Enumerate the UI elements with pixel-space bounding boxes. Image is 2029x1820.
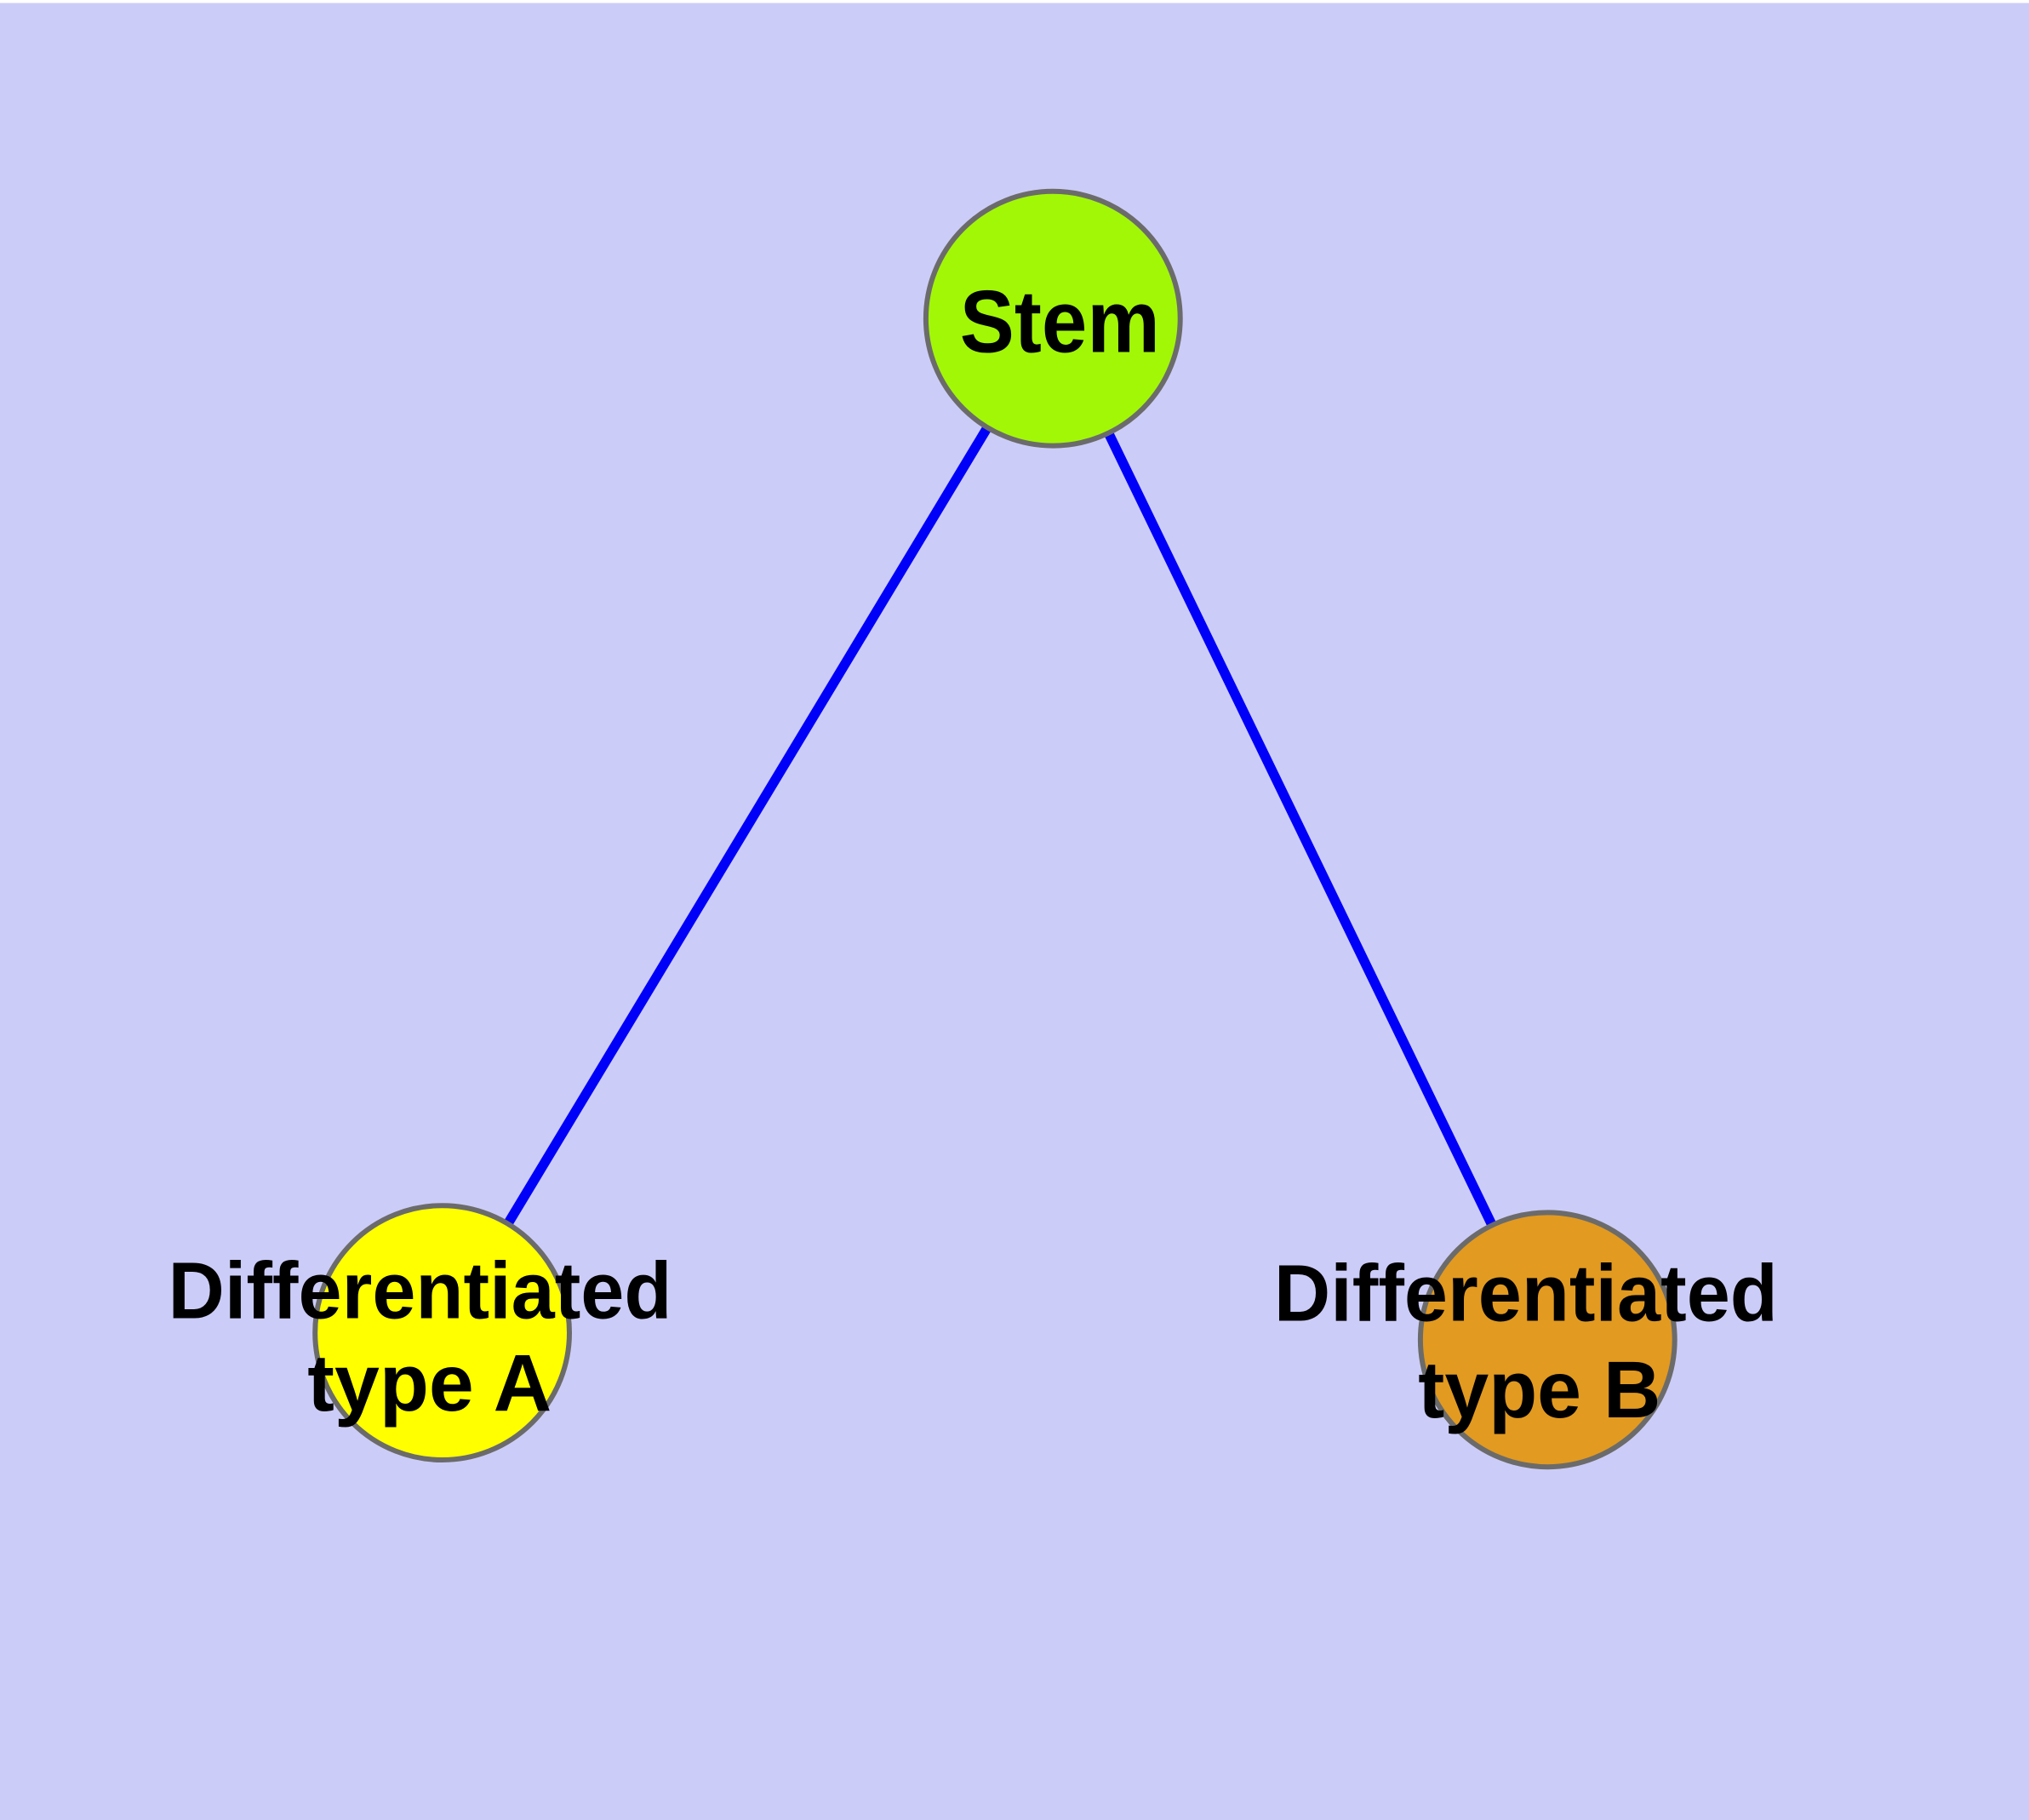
svg-text:Stem: Stem	[960, 272, 1160, 371]
svg-text:Differentiated: Differentiated	[1274, 1248, 1778, 1338]
svg-text:type A: type A	[307, 1338, 552, 1428]
svg-text:Differentiated: Differentiated	[169, 1246, 672, 1336]
svg-text:type B: type B	[1418, 1345, 1660, 1435]
